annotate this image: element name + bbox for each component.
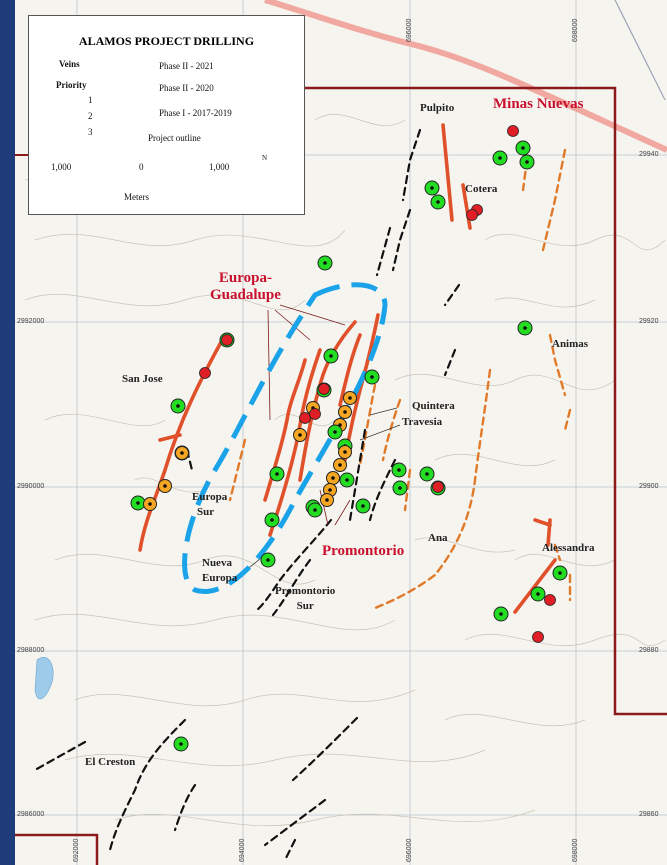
drilling-map: ALAMOS PROJECT DRILLING Veins Priority 1… (15, 0, 667, 865)
map-canvas (15, 0, 667, 865)
label-pulpito: Pulpito (420, 102, 455, 114)
label-san-jose: San Jose (122, 373, 163, 385)
project-outline (290, 86, 667, 716)
scale-mid: 0 (139, 162, 144, 172)
legend-phase-2021: Phase II - 2021 (159, 61, 214, 71)
legend-priority-1: 1 (88, 95, 93, 105)
label-europa-guadalupe: Europa- Guadalupe (210, 270, 281, 303)
coord-bottom-696000: 696000 (406, 838, 413, 862)
veins-priority-3 (33, 128, 461, 862)
label-cotera: Cotera (465, 183, 498, 195)
legend-priority-label: Priority (56, 80, 87, 90)
label-nueva-europa: Nueva Europa (202, 557, 238, 584)
coord-bottom-698000: 698000 (572, 838, 579, 862)
label-promontorio: Promontorio (322, 543, 405, 559)
label-promontorio-sur: Promontorio Sur (275, 585, 336, 612)
label-alessandra: Alessandra (542, 542, 595, 554)
coord-left-2990000: 2990000 (17, 483, 45, 490)
coord-right-29880: 29880 (639, 647, 659, 654)
highlight-area (182, 282, 388, 594)
coord-bottom-692000: 692000 (73, 838, 80, 862)
legend-veins-label: Veins (59, 59, 80, 69)
label-travesia: Travesia (402, 416, 443, 428)
legend-outline-label: Project outline (148, 133, 201, 143)
coord-right-29900: 29900 (639, 483, 659, 490)
scale-left: 1,000 (51, 162, 72, 172)
scale-right: 1,000 (209, 162, 230, 172)
legend-title: ALAMOS PROJECT DRILLING (78, 34, 255, 48)
coord-left-2986000: 2986000 (17, 811, 45, 818)
scale-unit: Meters (124, 192, 149, 202)
coord-top-696000: 696000 (406, 18, 413, 42)
map-legend: ALAMOS PROJECT DRILLING Veins Priority 1… (28, 15, 305, 215)
coord-top-698000: 698000 (572, 18, 579, 42)
legend-phase-2020: Phase II - 2020 (159, 83, 214, 93)
coord-right-29920: 29920 (639, 318, 659, 325)
road (264, 0, 667, 153)
coord-right-29940: 29940 (639, 151, 659, 158)
label-quintera: Quintera (412, 400, 455, 412)
legend-phase-1: Phase I - 2017-2019 (159, 108, 232, 118)
label-animas: Animas (552, 338, 589, 350)
north-arrow-label: N (262, 154, 268, 162)
veins-priority-2 (228, 148, 572, 610)
lake (34, 657, 54, 700)
label-minas-nuevas: Minas Nuevas (493, 96, 584, 112)
coord-bottom-694000: 694000 (239, 838, 246, 862)
coord-right-29860: 29860 (639, 811, 659, 818)
legend-priority-2: 2 (88, 111, 93, 121)
label-europa-sur: Europa Sur (192, 491, 228, 518)
coord-left-2992000: 2992000 (17, 318, 45, 325)
label-el-creston: El Creston (85, 756, 136, 768)
contour-lines (24, 114, 666, 827)
label-ana: Ana (428, 532, 448, 544)
legend-priority-3: 3 (88, 127, 93, 137)
coord-left-2988000: 2988000 (17, 647, 45, 654)
